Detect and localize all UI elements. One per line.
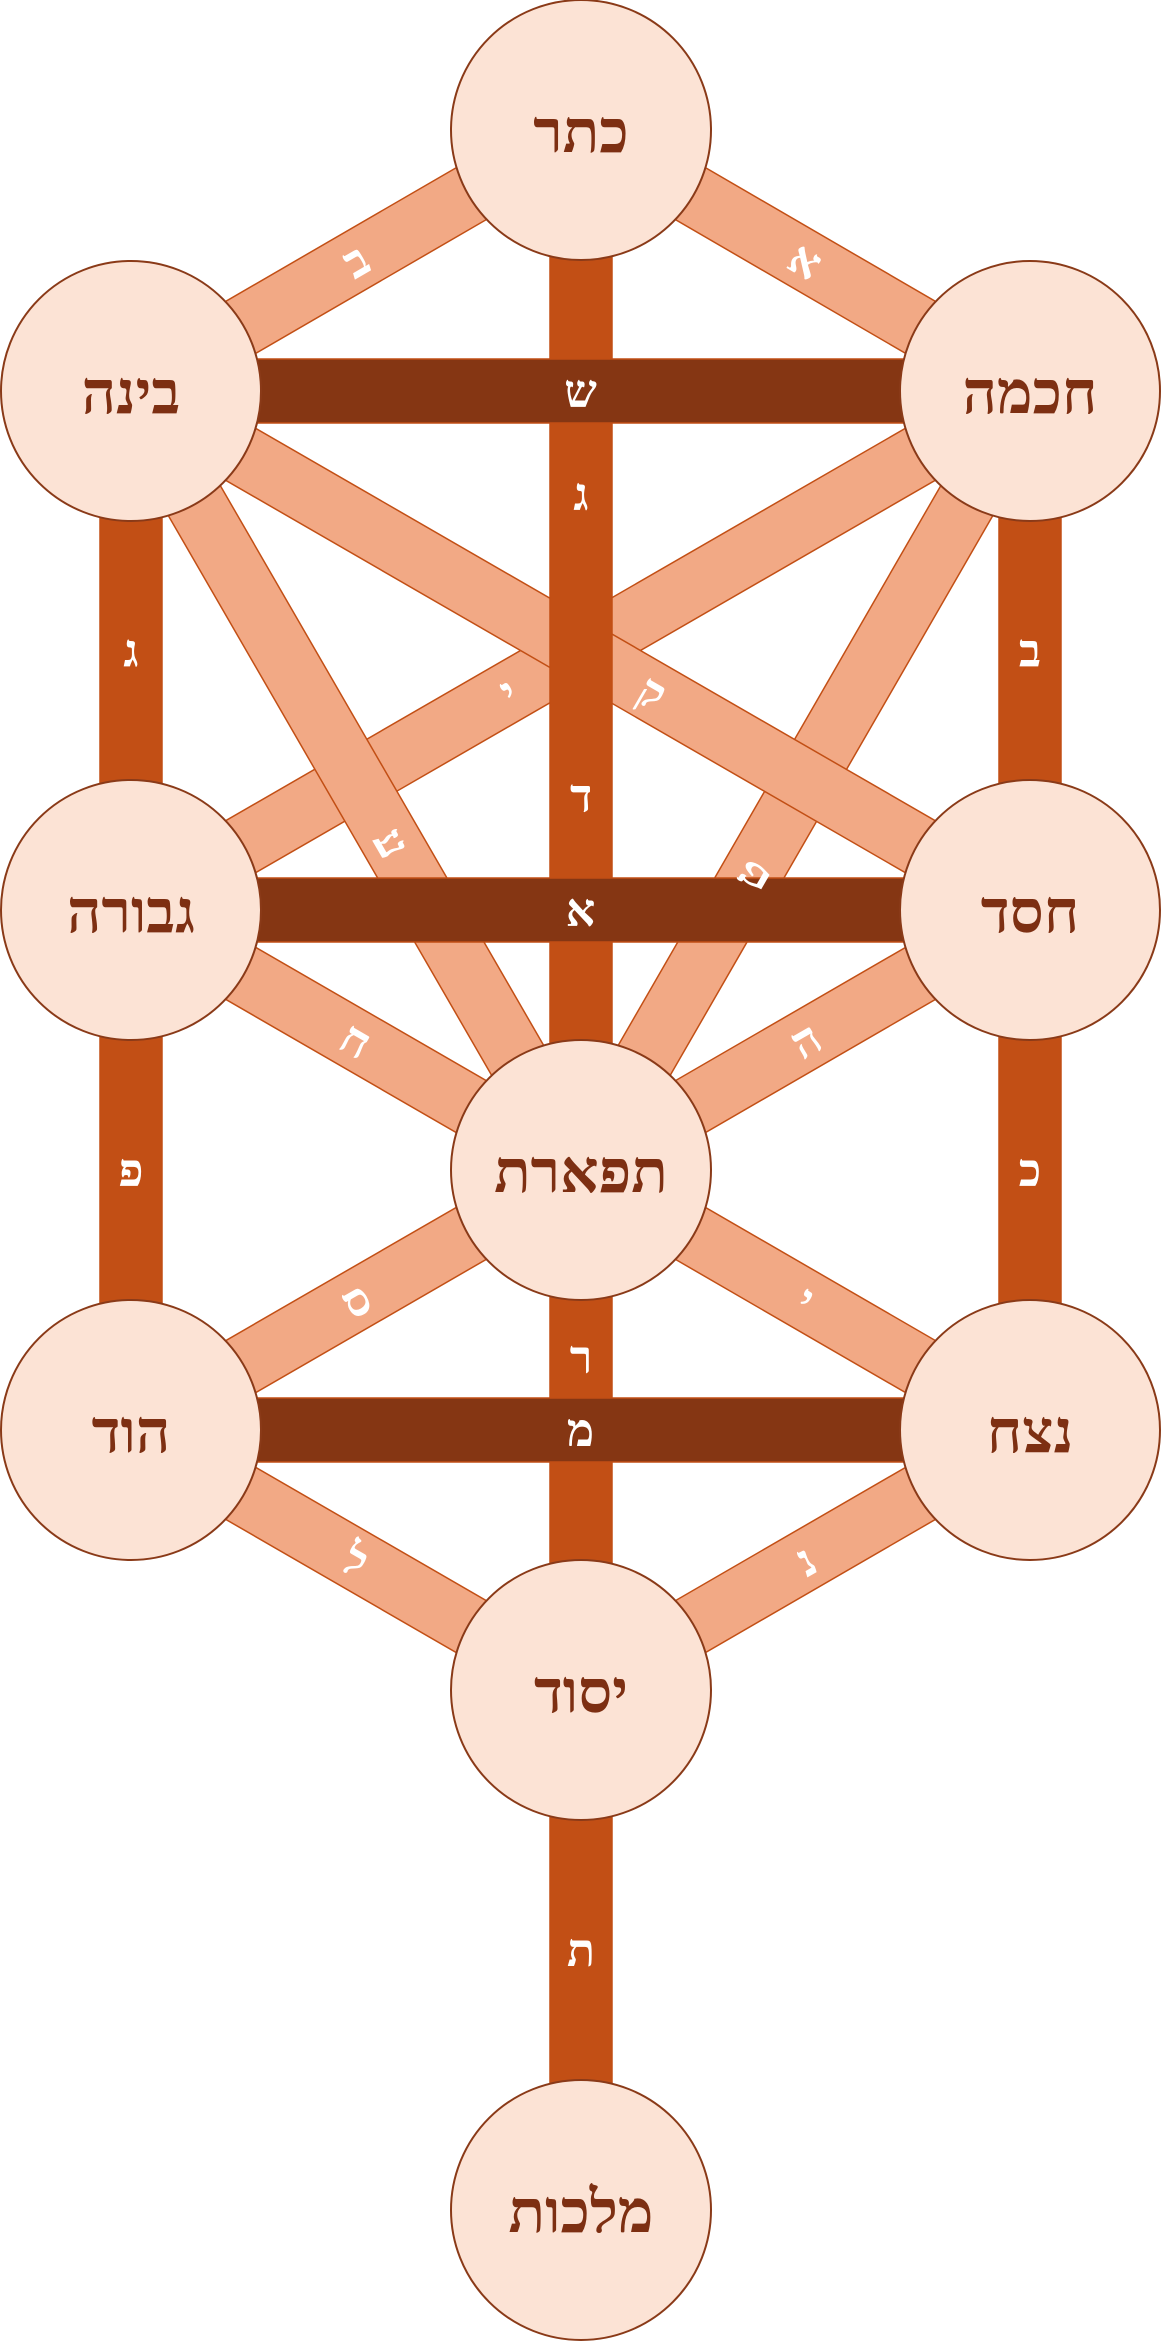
node-circle-chokhmah [899,260,1161,522]
node-tiferet: תפארת [450,1039,712,1301]
path-letter-chokhmah-chesed: ב [1019,624,1041,678]
path-chesed-gevurah [130,877,1031,943]
node-netzach: נצח [899,1299,1161,1561]
node-circle-netzach [899,1299,1161,1561]
node-chokhmah: חכמה [899,260,1161,522]
node-circle-gevurah [0,779,262,1041]
node-hod: הוד [0,1299,262,1561]
path-letter-yesod-malkhut: ת [567,1923,595,1977]
node-label-binah: בינה [82,358,181,428]
node-label-hod: הוד [92,1397,171,1467]
node-circle-keter [450,0,712,261]
node-chesed: חסד [899,779,1161,1041]
node-gevurah: גבורה [0,779,262,1041]
node-label-yesod: יסוד [534,1657,628,1727]
node-label-tiferet: תפארת [494,1137,668,1207]
path-letter-gevurah-hod: פ [118,1143,143,1197]
node-label-malkhut: מלכות [509,2177,654,2247]
node-binah: בינה [0,260,262,522]
node-malkhut: מלכות [450,2079,712,2341]
path-letter-keter-tiferet: ד [570,769,592,823]
node-label-netzach: נצח [987,1397,1073,1467]
path-chokhmah-binah [130,358,1031,424]
node-circle-binah [0,260,262,522]
path-letter-keter-tiferet: ג [573,467,588,521]
node-circle-tiferet [450,1039,712,1301]
node-yesod: יסוד [450,1559,712,1821]
path-letter-chokhmah-binah: ש [564,364,597,418]
path-keter-tiferet [549,129,613,1171]
path-letter-binah-gevurah: ג [123,624,138,678]
node-circle-malkhut [450,2079,712,2341]
node-label-chesed: חסד [981,877,1080,947]
node-label-gevurah: גבורה [67,877,195,947]
node-label-chokhmah: חכמה [963,358,1098,428]
path-netzach-hod [130,1397,1031,1463]
node-circle-yesod [450,1559,712,1821]
node-label-keter: כתר [533,97,628,167]
node-circle-hod [0,1299,262,1561]
node-circle-chesed [899,779,1161,1041]
path-letter-netzach-hod: מ [567,1403,594,1457]
path-letter-tiferet-yesod: ר [570,1330,593,1384]
node-keter: כתר [450,0,712,261]
path-letter-chesed-gevurah: א [566,883,596,937]
path-letter-chesed-netzach: כ [1019,1143,1041,1197]
